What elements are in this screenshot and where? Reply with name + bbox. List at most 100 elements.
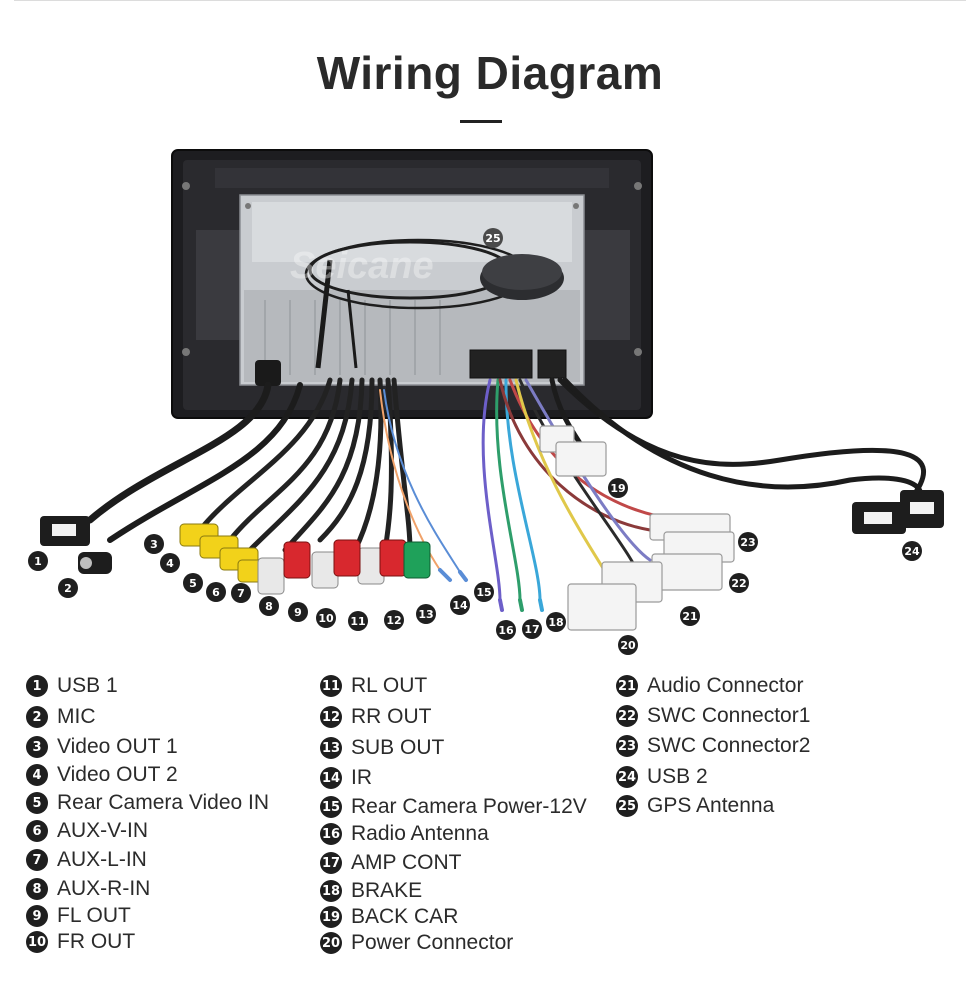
legend-label: Rear Camera Video IN bbox=[57, 791, 270, 814]
legend-label: RR OUT bbox=[351, 705, 432, 728]
legend-item: 2 MIC bbox=[26, 703, 96, 731]
legend-label: MIC bbox=[57, 705, 96, 728]
diagram-marker-25: 25 bbox=[483, 228, 503, 248]
diagram-marker-label: 13 bbox=[418, 608, 433, 621]
diagram-marker-label: 6 bbox=[212, 586, 220, 599]
diagram-marker-20: 20 bbox=[618, 635, 638, 655]
diagram-marker-19: 19 bbox=[608, 478, 628, 498]
legend-label: BACK CAR bbox=[351, 905, 459, 928]
diagram-marker-label: 16 bbox=[498, 624, 514, 637]
legend-number-badge: 18 bbox=[320, 880, 342, 902]
diagram-marker-9: 9 bbox=[288, 602, 308, 622]
diagram-marker-label: 19 bbox=[610, 482, 625, 495]
legend-item: 15 Rear Camera Power-12V bbox=[320, 793, 587, 821]
diagram-marker-label: 12 bbox=[386, 614, 401, 627]
diagram-marker-label: 18 bbox=[548, 616, 563, 629]
diagram-marker-6: 6 bbox=[206, 582, 226, 602]
diagram-marker-label: 1 bbox=[34, 555, 42, 568]
legend-label: Rear Camera Power-12V bbox=[351, 795, 587, 818]
legend-number-badge: 19 bbox=[320, 906, 342, 928]
legend-label: Audio Connector bbox=[647, 674, 804, 697]
diagram-marker-18: 18 bbox=[546, 612, 566, 632]
white-connectors bbox=[539, 425, 735, 631]
diagram-marker-2: 2 bbox=[58, 578, 78, 598]
legend-item: 6 AUX-V-IN bbox=[26, 817, 148, 845]
legend-label: SWC Connector2 bbox=[647, 734, 811, 757]
usb1-connector bbox=[40, 516, 90, 546]
page-title: Wiring Diagram bbox=[316, 47, 664, 99]
diagram-marker-3: 3 bbox=[144, 534, 164, 554]
legend-item: 23 SWC Connector2 bbox=[616, 732, 810, 760]
diagram-marker-label: 3 bbox=[150, 538, 158, 551]
diagram-marker-14: 14 bbox=[450, 595, 470, 615]
legend-label: AUX-V-IN bbox=[57, 819, 149, 842]
legend-number-badge: 9 bbox=[26, 905, 48, 927]
diagram-marker-label: 22 bbox=[731, 577, 746, 590]
diagram-marker-label: 20 bbox=[620, 639, 636, 652]
diagram-marker-label: 14 bbox=[452, 599, 468, 612]
wiring-diagram: Seicane 12345678910111213141516171819202… bbox=[28, 149, 944, 655]
diagram-marker-label: 15 bbox=[476, 586, 491, 599]
title-underline bbox=[460, 120, 502, 123]
legend-number-badge: 13 bbox=[320, 737, 342, 759]
diagram-marker-1: 1 bbox=[28, 551, 48, 571]
legend-number-badge: 11 bbox=[320, 675, 342, 697]
legend-label: SWC Connector1 bbox=[647, 704, 811, 727]
legend-number-badge: 3 bbox=[26, 736, 48, 758]
top-divider bbox=[14, 0, 966, 1]
diagram-marker-8: 8 bbox=[259, 596, 279, 616]
legend-item: 5 Rear Camera Video IN bbox=[26, 789, 269, 817]
legend-number-badge: 5 bbox=[26, 792, 48, 814]
diagram-marker-23: 23 bbox=[738, 532, 758, 552]
diagram-marker-label: 11 bbox=[350, 615, 365, 628]
diagram-marker-10: 10 bbox=[316, 608, 336, 628]
legend-number-badge: 24 bbox=[616, 766, 638, 788]
legend-number-badge: 23 bbox=[616, 735, 638, 757]
diagram-marker-12: 12 bbox=[384, 610, 404, 630]
legend-number-badge: 7 bbox=[26, 849, 48, 871]
legend-number-badge: 2 bbox=[26, 706, 48, 728]
diagram-marker-15: 15 bbox=[474, 582, 494, 602]
diagram-marker-label: 23 bbox=[740, 536, 755, 549]
diagram-marker-label: 2 bbox=[64, 582, 72, 595]
legend-label: FR OUT bbox=[57, 930, 136, 953]
diagram-marker-24: 24 bbox=[902, 541, 922, 561]
watermark: Seicane bbox=[290, 245, 434, 287]
head-unit bbox=[171, 149, 653, 419]
legend-item: 22 SWC Connector1 bbox=[616, 702, 810, 730]
diagram-marker-16: 16 bbox=[496, 620, 516, 640]
legend-item: 24 USB 2 bbox=[616, 763, 708, 791]
legend-number-badge: 22 bbox=[616, 705, 638, 727]
legend-number-badge: 6 bbox=[26, 820, 48, 842]
usb2-connector bbox=[852, 490, 944, 534]
legend-number-badge: 1 bbox=[26, 675, 48, 697]
legend-label: IR bbox=[351, 766, 372, 789]
legend-number-badge: 15 bbox=[320, 796, 342, 818]
legend-number-badge: 8 bbox=[26, 878, 48, 900]
diagram-marker-label: 7 bbox=[237, 587, 245, 600]
diagram-marker-label: 4 bbox=[166, 557, 174, 570]
legend-number-badge: 25 bbox=[616, 795, 638, 817]
legend-label: AMP CONT bbox=[351, 851, 462, 874]
diagram-marker-label: 17 bbox=[524, 623, 539, 636]
diagram-marker-label: 10 bbox=[318, 612, 334, 625]
legend-label: USB 2 bbox=[647, 765, 708, 788]
diagram-marker-label: 21 bbox=[682, 610, 697, 623]
diagram-marker-label: 24 bbox=[904, 545, 920, 558]
legend-label: Radio Antenna bbox=[351, 822, 489, 845]
legend-number-badge: 12 bbox=[320, 706, 342, 728]
diagram-marker-label: 5 bbox=[189, 577, 197, 590]
